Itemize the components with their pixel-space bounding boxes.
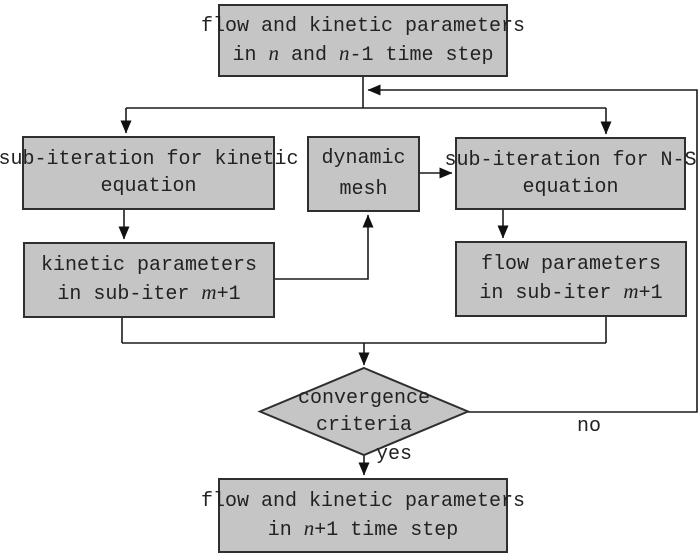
node-subiter-kinetic-equation: sub-iteration for kinetic equation bbox=[0, 136, 299, 210]
node-text: sub-iteration for kinetic bbox=[0, 148, 299, 171]
variable-m: m bbox=[623, 279, 639, 303]
connector-no-feedback-loop bbox=[367, 84, 698, 413]
node-kinetic-parameters: kinetic parameters in sub-iter m+1 bbox=[23, 242, 275, 318]
node-text: in sub-iter m+1 bbox=[57, 280, 241, 306]
node-text: flow and kinetic parameters bbox=[200, 489, 526, 513]
node-text: mesh bbox=[339, 178, 388, 201]
variable-n: n bbox=[268, 40, 279, 65]
node-text: criteria bbox=[315, 414, 412, 437]
node-dynamic-mesh: dynamic mesh bbox=[307, 136, 420, 212]
variable-n: n bbox=[303, 515, 315, 540]
node-flow-parameters: flow parameters in sub-iter m+1 bbox=[455, 241, 687, 317]
node-text: sub-iteration for N-S bbox=[444, 148, 697, 172]
node-convergence-criteria: convergence criteria bbox=[260, 384, 468, 440]
node-text: equation bbox=[100, 175, 197, 198]
variable-n: n bbox=[339, 40, 350, 65]
node-text: in sub-iter m+1 bbox=[479, 279, 663, 305]
decision-diamond bbox=[257, 366, 471, 457]
node-text: kinetic parameters bbox=[40, 254, 258, 277]
node-flow-kinetic-n: flow and kinetic parameters in n and n-1… bbox=[201, 4, 525, 77]
node-text: equation bbox=[522, 175, 619, 199]
node-subiter-ns-equation: sub-iteration for N-S equation bbox=[444, 137, 697, 210]
variable-m: m bbox=[201, 280, 217, 304]
node-text: dynamic bbox=[321, 147, 406, 170]
node-text: in n and n-1 time step bbox=[232, 40, 494, 67]
node-text: in n+1 time step bbox=[267, 515, 459, 542]
node-text: flow and kinetic parameters bbox=[200, 14, 526, 38]
edge-label-no: no bbox=[577, 415, 602, 438]
arrow-kinetic-params-to-mesh bbox=[275, 214, 374, 280]
node-flow-kinetic-n-plus-1: flow and kinetic parameters in n+1 time … bbox=[201, 478, 525, 553]
node-text: convergence bbox=[297, 387, 431, 410]
edge-label-yes: yes bbox=[376, 443, 413, 466]
node-text: flow parameters bbox=[480, 253, 662, 276]
